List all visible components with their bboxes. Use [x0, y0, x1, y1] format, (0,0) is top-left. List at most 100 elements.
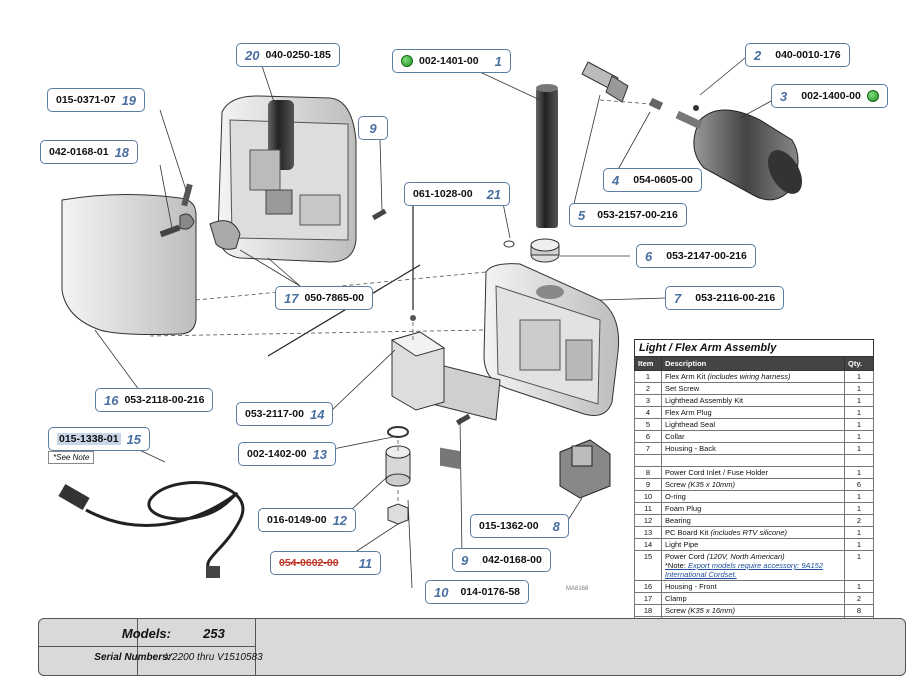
model-info-footer: Models: 253 Serial Numbers: V2200 thru V… [38, 618, 906, 676]
description-note: (K35 x 16mm) [687, 606, 736, 615]
row-quantity: 2 [844, 514, 874, 527]
callout-part-number: 014-0176-58 [460, 586, 521, 598]
row-quantity: 1 [844, 580, 874, 593]
parts-table: Light / Flex Arm Assembly Item Descripti… [634, 339, 874, 653]
callout-part-number: 002-1400-00 [801, 90, 861, 102]
callout-12: 016-0149-00 12 [258, 508, 357, 532]
callout-number: 8 [552, 518, 560, 534]
callout-number: 2 [754, 47, 762, 63]
callout-part-number: 054-0605-00 [633, 174, 693, 186]
callout-number: 3 [780, 88, 788, 104]
row-item-number: 10 [634, 490, 662, 503]
row-quantity: 1 [844, 466, 874, 479]
row-quantity: 1 [844, 382, 874, 395]
row-quantity: 8 [844, 604, 874, 617]
callout-part-number: 015-1362-00 [479, 520, 539, 532]
row-description: Housing - Front [661, 580, 845, 593]
callout-part-number: 053-2118-00-216 [124, 394, 205, 406]
callout-number: 19 [121, 92, 137, 108]
description-text: Power Cord Inlet / Fuse Holder [665, 468, 768, 477]
housing-front [61, 193, 197, 335]
housing-back [483, 263, 620, 416]
row-item-number: 4 [634, 406, 662, 419]
housing-back-rear-view [217, 95, 357, 263]
description-text: Power Cord [665, 552, 705, 561]
export-note-label: *Note: [665, 561, 686, 570]
row-description: Power Cord (120V, North American)*Note: … [661, 550, 845, 581]
callout-1: 002-1401-00 1 [392, 49, 511, 73]
row-item-number: 11 [634, 502, 662, 515]
footer-divider [39, 646, 255, 647]
callout-part-number: 054-0602-00 [279, 557, 339, 569]
callout-5: 5 053-2157-00-216 [569, 203, 687, 227]
callout-17: 17 050-7865-00 [275, 286, 374, 310]
row-quantity: 2 [844, 592, 874, 605]
callout-7: 7 053-2116-00-216 [665, 286, 785, 310]
callout-number: 9 [369, 120, 377, 136]
row-description: Power Cord Inlet / Fuse Holder [661, 466, 845, 479]
callout-number: 21 [486, 186, 502, 202]
table-row [634, 454, 874, 467]
power-cord-inlet [559, 439, 611, 499]
row-description: Clamp [661, 592, 845, 605]
row-item-number: 2 [634, 382, 662, 395]
description-text: Lighthead Assembly Kit [665, 396, 743, 405]
callout-19: 015-0371-07 19 [47, 88, 146, 112]
callout-20: 20 040-0250-185 [236, 43, 340, 67]
row-description: Screw (K35 x 16mm) [661, 604, 845, 617]
row-item-number: 16 [634, 580, 662, 593]
description-text: Collar [665, 432, 685, 441]
row-item-number: 14 [634, 538, 662, 551]
row-item-number: 17 [634, 592, 662, 605]
row-item-number: 13 [634, 526, 662, 539]
callout-part-number: 040-0250-185 [265, 49, 331, 61]
footer-divider [255, 619, 256, 675]
description-text: Flex Arm Kit [665, 372, 706, 381]
callout-21: 061-1028-00 21 [404, 182, 511, 206]
row-item-number: 9 [634, 478, 662, 491]
callout-number: 16 [104, 392, 119, 408]
callout-number: 12 [332, 512, 348, 528]
row-quantity [844, 454, 874, 467]
callout-part-number: 050-7865-00 [304, 292, 365, 304]
callout-number: 18 [114, 144, 130, 160]
callout-part-number: 016-0149-00 [267, 514, 327, 526]
row-description: Collar [661, 430, 845, 443]
serial-numbers-label: Serial Numbers: [94, 652, 171, 663]
callout-number: 4 [612, 172, 620, 188]
green-dot-icon [866, 90, 879, 102]
callout-10: 10 014-0176-58 [425, 580, 530, 604]
callout-16: 16 053-2118-00-216 [95, 388, 214, 412]
column-header-qty: Qty. [844, 356, 874, 371]
row-quantity: 1 [844, 406, 874, 419]
models-value: 253 [203, 626, 225, 641]
row-item-number: 15 [634, 550, 662, 581]
description-text: Light Pipe [665, 540, 699, 549]
description-text: Screw [665, 606, 686, 615]
callout-number: 6 [645, 248, 653, 264]
description-text: Flex Arm Plug [665, 408, 712, 417]
serial-numbers-value: V2200 thru V1510583 [165, 652, 263, 663]
green-dot-icon [401, 55, 413, 67]
callout-number: 15 [126, 431, 142, 447]
callout-part-number: 002-1401-00 [419, 55, 479, 67]
callout-14: 053-2117-00 14 [236, 402, 334, 426]
description-text: Housing - Back [665, 444, 716, 453]
callout-18: 042-0168-01 18 [40, 140, 139, 164]
description-text: Bearing [665, 516, 691, 525]
row-quantity: 1 [844, 550, 874, 581]
description-text: Clamp [665, 594, 687, 603]
